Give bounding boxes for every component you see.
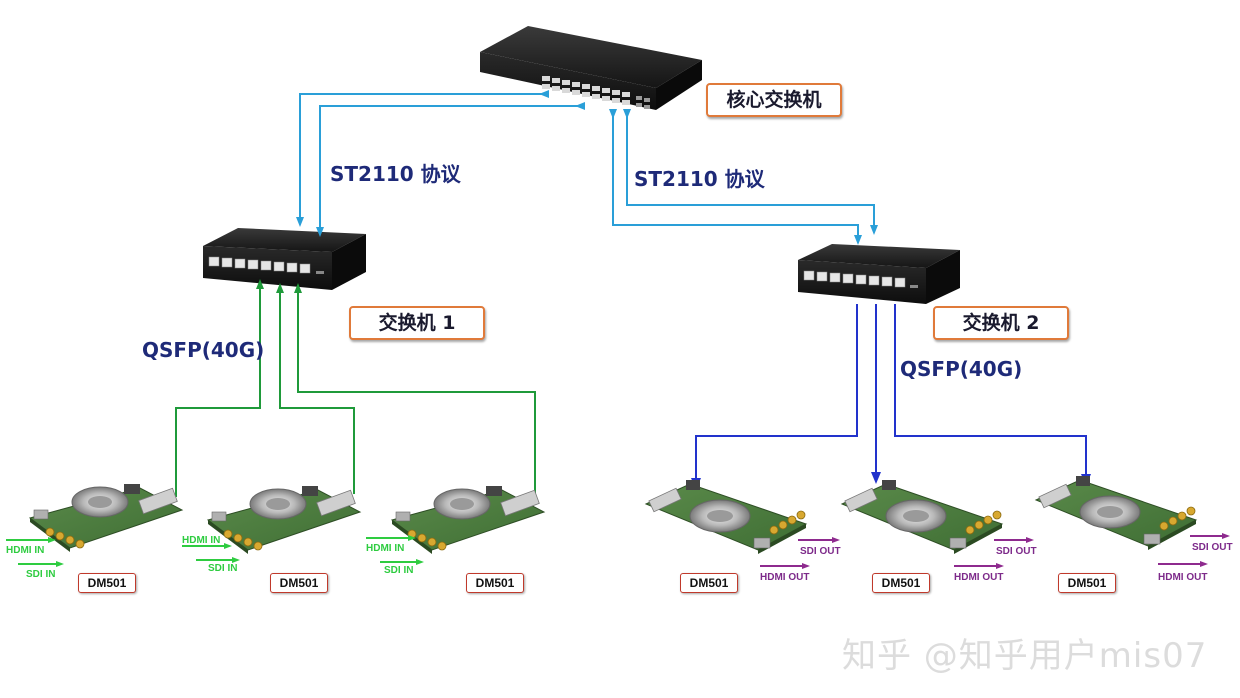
switch-1-label: 交换机 1 xyxy=(349,306,485,340)
qsfp-links-left xyxy=(175,279,536,500)
dm501-board-input-1 xyxy=(28,484,184,552)
hdmi-in-label: HDMI IN xyxy=(6,545,45,556)
switch-2-label: 交换机 2 xyxy=(933,306,1069,340)
dm501-board-output-1 xyxy=(644,480,808,554)
board-model-label: DM501 xyxy=(1058,573,1116,593)
qsfp-label-left: QSFP(40G) xyxy=(142,338,265,362)
watermark: 知乎 @知乎用户mis07 xyxy=(842,636,1208,676)
sdi-out-label: SDI OUT xyxy=(800,546,841,557)
input-arrows xyxy=(6,535,424,567)
protocol-label-left: ST2110 协议 xyxy=(330,162,461,186)
sdi-out-label: SDI OUT xyxy=(1192,542,1233,553)
hdmi-in-label: HDMI IN xyxy=(182,535,221,546)
board-model-label: DM501 xyxy=(78,573,136,593)
core-switch-label: 核心交换机 xyxy=(706,83,842,117)
dm501-board-input-2 xyxy=(206,486,362,554)
st2110-link-left xyxy=(296,90,585,237)
hdmi-in-label: HDMI IN xyxy=(366,543,405,554)
core-switch-device xyxy=(480,26,702,110)
sdi-out-label: SDI OUT xyxy=(996,546,1037,557)
st2110-link-right xyxy=(609,109,878,245)
dm501-board-input-3 xyxy=(390,486,546,554)
board-model-label: DM501 xyxy=(872,573,930,593)
board-model-label: DM501 xyxy=(466,573,524,593)
board-model-label: DM501 xyxy=(270,573,328,593)
board-model-label: DM501 xyxy=(680,573,738,593)
sdi-in-label: SDI IN xyxy=(208,563,238,574)
hdmi-out-label: HDMI OUT xyxy=(1158,572,1208,583)
qsfp-links-right xyxy=(691,304,1091,490)
switch-2-device xyxy=(798,244,960,304)
sdi-in-label: SDI IN xyxy=(26,569,56,580)
qsfp-label-right: QSFP(40G) xyxy=(900,357,1023,381)
sdi-in-label: SDI IN xyxy=(384,565,414,576)
hdmi-out-label: HDMI OUT xyxy=(954,572,1004,583)
dm501-board-output-3 xyxy=(1034,476,1198,550)
dm501-board-output-2 xyxy=(840,480,1004,554)
output-arrows xyxy=(760,533,1230,569)
switch-1-device xyxy=(203,228,366,290)
hdmi-out-label: HDMI OUT xyxy=(760,572,810,583)
protocol-label-right: ST2110 协议 xyxy=(634,167,765,191)
